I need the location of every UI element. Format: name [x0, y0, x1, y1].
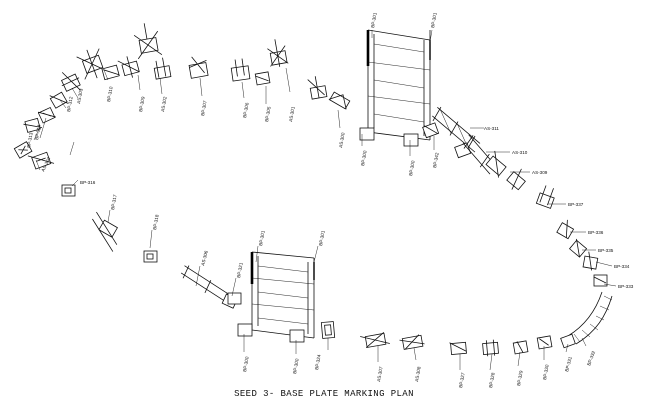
label-as-306: AS-306: [200, 250, 209, 267]
label-bp-300-b: BP-300: [408, 160, 416, 176]
label-bp-321: BP-321: [236, 262, 244, 278]
label-bp-336: BP-336: [588, 230, 604, 235]
label-bp-317: BP-317: [110, 194, 118, 210]
label-as-303: AS-303: [76, 88, 84, 104]
label-bp-337: BP-337: [568, 202, 584, 207]
label-as-300: AS-300: [338, 132, 346, 148]
label-bp-331: BP-331: [564, 356, 573, 373]
label-bp-310: BP-310: [106, 86, 114, 102]
label-bp-335: BP-335: [598, 248, 614, 253]
label-as-308: AS-308: [414, 366, 422, 382]
label-bp-300-c: BP-300: [292, 358, 300, 374]
label-as-311: AS-311: [484, 126, 499, 131]
label-bp-329: BP-329: [516, 370, 524, 386]
label-bp-300-d: BP-300: [242, 356, 250, 372]
label-bp-314: BP-314: [34, 124, 42, 140]
label-bp-305: BP-305: [264, 106, 272, 122]
cluster-lower-left: [61, 184, 242, 309]
label-bp-307: BP-307: [200, 100, 208, 116]
label-bp-301-top-left: BP-301: [370, 12, 378, 28]
label-as-301: AS-301: [288, 106, 296, 122]
label-bp-330: BP-330: [542, 364, 550, 380]
element-labels: BP-313 BP-314 BP-312 AS-303 AS-304 BP-31…: [26, 12, 634, 388]
label-bp-334: BP-334: [614, 264, 630, 269]
label-bp-327: BP-327: [458, 372, 466, 388]
cluster-right: [422, 106, 613, 349]
label-bp-312: BP-312: [66, 96, 74, 112]
label-bp-318: BP-318: [152, 214, 160, 230]
label-bp-333: BP-333: [618, 284, 634, 289]
label-bp-328: BP-328: [488, 372, 496, 388]
leader-lines: [33, 29, 617, 371]
label-as-310: AS-310: [512, 150, 528, 155]
label-bp-313: BP-313: [26, 132, 34, 148]
label-bp-316: BP-316: [80, 180, 96, 185]
drawing-title: SEED 3- BASE PLATE MARKING PLAN: [234, 389, 414, 399]
label-as-307: AS-307: [376, 366, 384, 382]
label-bp-342: BP-342: [432, 152, 440, 168]
label-as-302: AS-302: [160, 96, 168, 112]
label-bp-332: BP-332: [586, 350, 596, 367]
label-bp-301-bottom-right: BP-301: [318, 230, 326, 246]
cluster-bottom: [320, 321, 553, 357]
label-as-304: AS-304: [40, 156, 51, 172]
cluster-upper-left: [13, 23, 351, 170]
label-bp-309: BP-309: [138, 96, 146, 112]
frame-lower: [237, 251, 315, 343]
label-as-309: AS-309: [532, 170, 548, 175]
label-bp-324: BP-324: [314, 354, 322, 370]
label-bp-301-top-right: BP-301: [430, 12, 438, 28]
frame-upper: [359, 29, 431, 147]
label-bp-301-bottom-left: BP-301: [258, 230, 266, 246]
label-bp-306: BP-306: [242, 102, 250, 118]
label-bp-300-a: BP-300: [360, 150, 368, 166]
